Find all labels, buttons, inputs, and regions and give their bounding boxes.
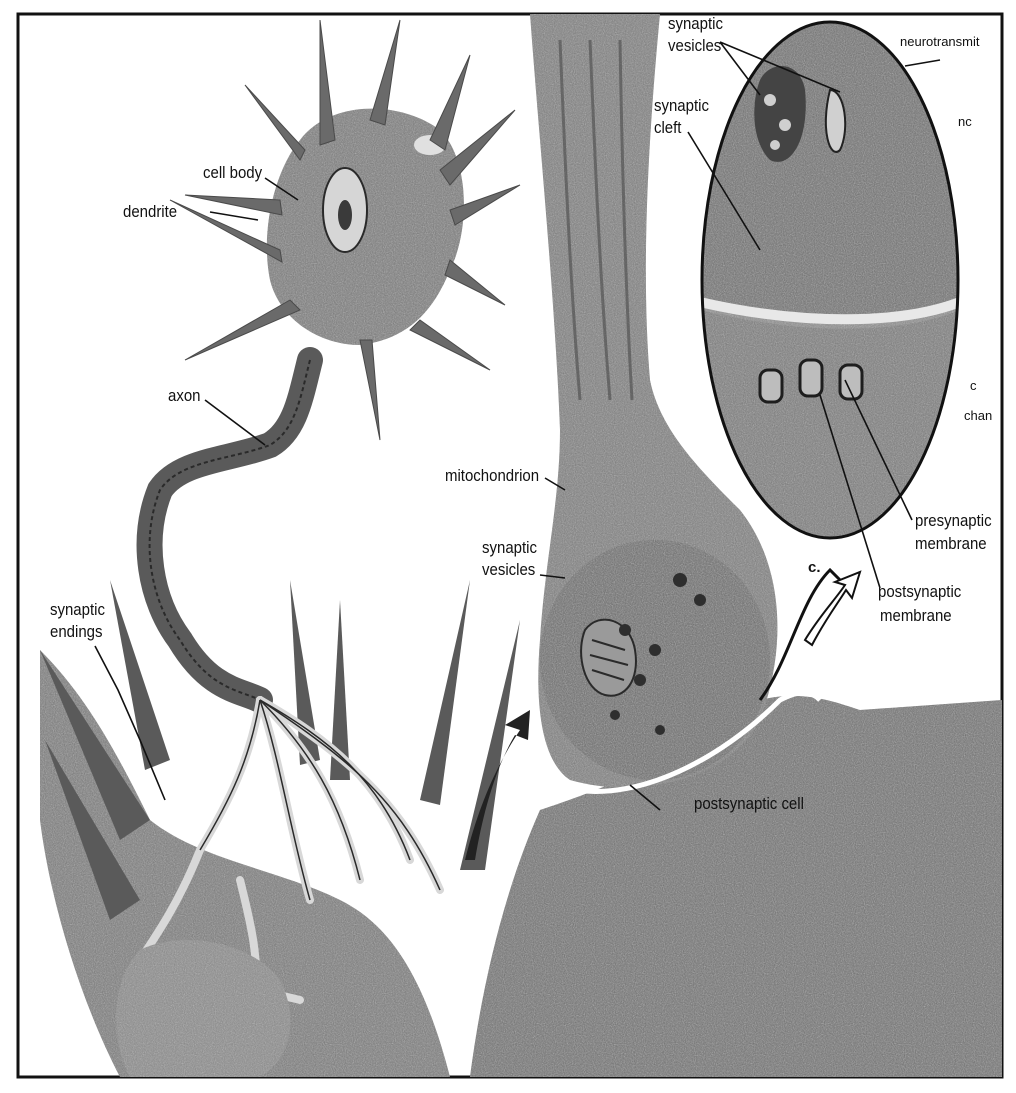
label-synaptic-cleft-2: cleft	[654, 120, 682, 138]
label-panel-c: c.	[808, 559, 821, 576]
label-presynaptic-membrane-2: membrane	[915, 536, 987, 554]
vesicle	[619, 624, 631, 636]
label-synaptic-vesicles-inset-1: synaptic	[668, 16, 723, 34]
label-cell-body: cell body	[203, 165, 262, 183]
vesicle	[634, 674, 646, 686]
label-inset-right-3: chan	[964, 408, 992, 423]
label-axon: axon	[168, 388, 200, 406]
label-presynaptic-membrane-1: presynaptic	[915, 513, 992, 531]
label-inset-right-1: nc	[958, 114, 972, 129]
label-mitochondrion: mitochondrion	[445, 468, 539, 486]
label-neurotransmitter: neurotransmit	[900, 34, 980, 49]
label-synaptic-vesicles-inset-2: vesicles	[668, 38, 721, 56]
vesicle	[694, 594, 706, 606]
label-synaptic-cleft-1: synaptic	[654, 98, 709, 116]
synaptic-knob	[540, 540, 770, 780]
nucleolus	[338, 200, 352, 230]
vesicle	[649, 644, 661, 656]
vesicle	[655, 725, 665, 735]
label-inset-right-2: c	[970, 378, 977, 393]
label-synaptic-endings-2: endings	[50, 624, 103, 642]
label-synaptic-vesicles-main-1: synaptic	[482, 540, 537, 558]
label-postsynaptic-membrane-1: postsynaptic	[878, 584, 961, 602]
label-postsynaptic-cell: postsynaptic cell	[694, 796, 804, 814]
vesicle	[610, 710, 620, 720]
inset-vesicle	[779, 119, 791, 131]
label-synaptic-endings-1: synaptic	[50, 602, 105, 620]
label-postsynaptic-membrane-2: membrane	[880, 608, 952, 626]
inset-vesicle	[764, 94, 776, 106]
label-dendrite: dendrite	[123, 204, 177, 222]
vesicle	[673, 573, 687, 587]
inset-vesicle	[770, 140, 780, 150]
label-synaptic-vesicles-main-2: vesicles	[482, 562, 535, 580]
